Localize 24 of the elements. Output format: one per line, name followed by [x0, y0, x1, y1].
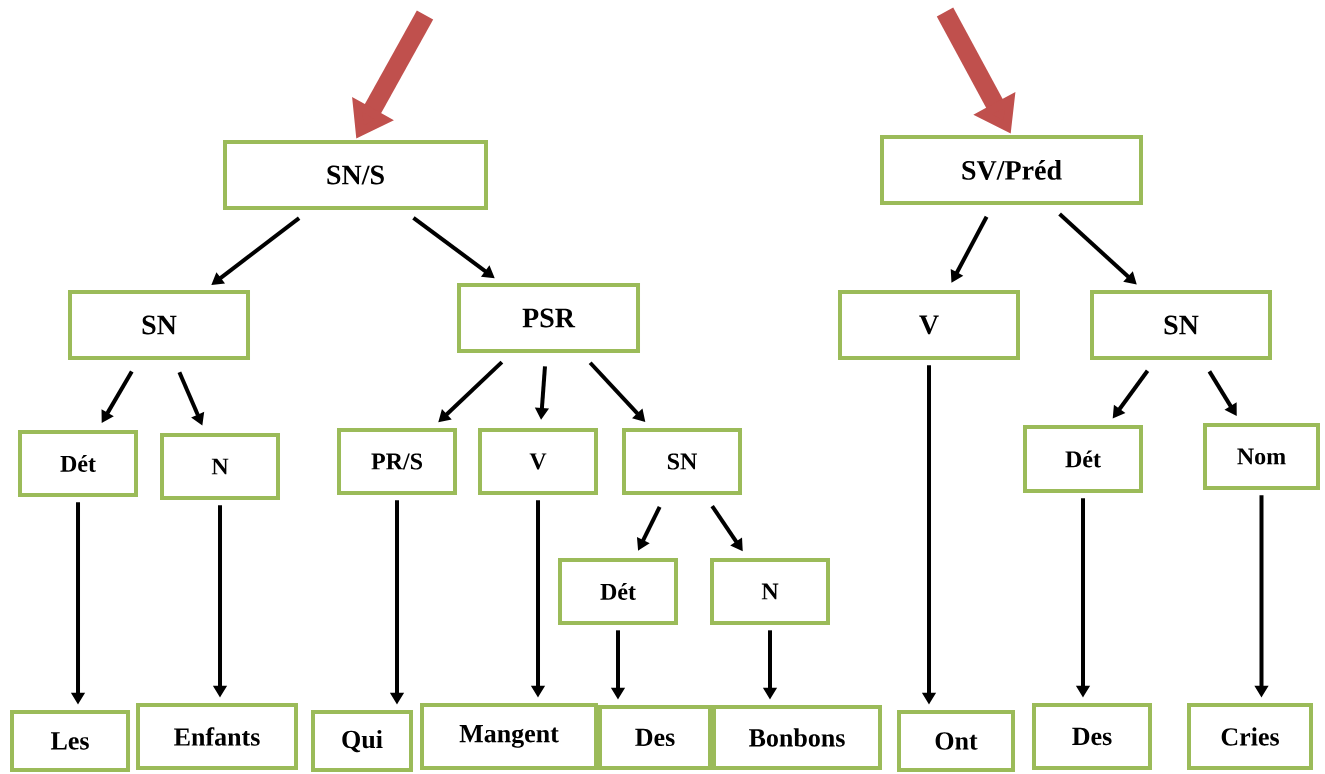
tree-box: PR/S — [337, 428, 457, 495]
tree-box: V — [478, 428, 598, 495]
tree-box: SN/S — [223, 140, 488, 210]
tree-box: Ont — [897, 710, 1015, 772]
tree-box: Dét — [558, 558, 678, 625]
tree-box: V — [838, 290, 1020, 360]
tree-box: SV/Préd — [880, 135, 1143, 205]
tree-box: PSR — [457, 283, 640, 353]
tree-box: N — [710, 558, 830, 625]
tree-box: Qui — [311, 710, 413, 772]
tree-box: Dét — [18, 430, 138, 497]
tree-box: Cries — [1187, 703, 1313, 770]
tree-box: Les — [10, 710, 130, 772]
tree-box: Enfants — [136, 703, 298, 770]
tree-box: Dét — [1023, 425, 1143, 493]
tree-box: N — [160, 433, 280, 500]
tree-box: Des — [1032, 703, 1152, 770]
tree-box: Des — [598, 705, 712, 770]
tree-box: SN — [622, 428, 742, 495]
tree-box: Bonbons — [712, 705, 882, 770]
tree-box: SN — [68, 290, 250, 360]
tree-box: SN — [1090, 290, 1272, 360]
tree-box: Nom — [1203, 423, 1320, 490]
tree-box: Mangent — [420, 703, 598, 770]
